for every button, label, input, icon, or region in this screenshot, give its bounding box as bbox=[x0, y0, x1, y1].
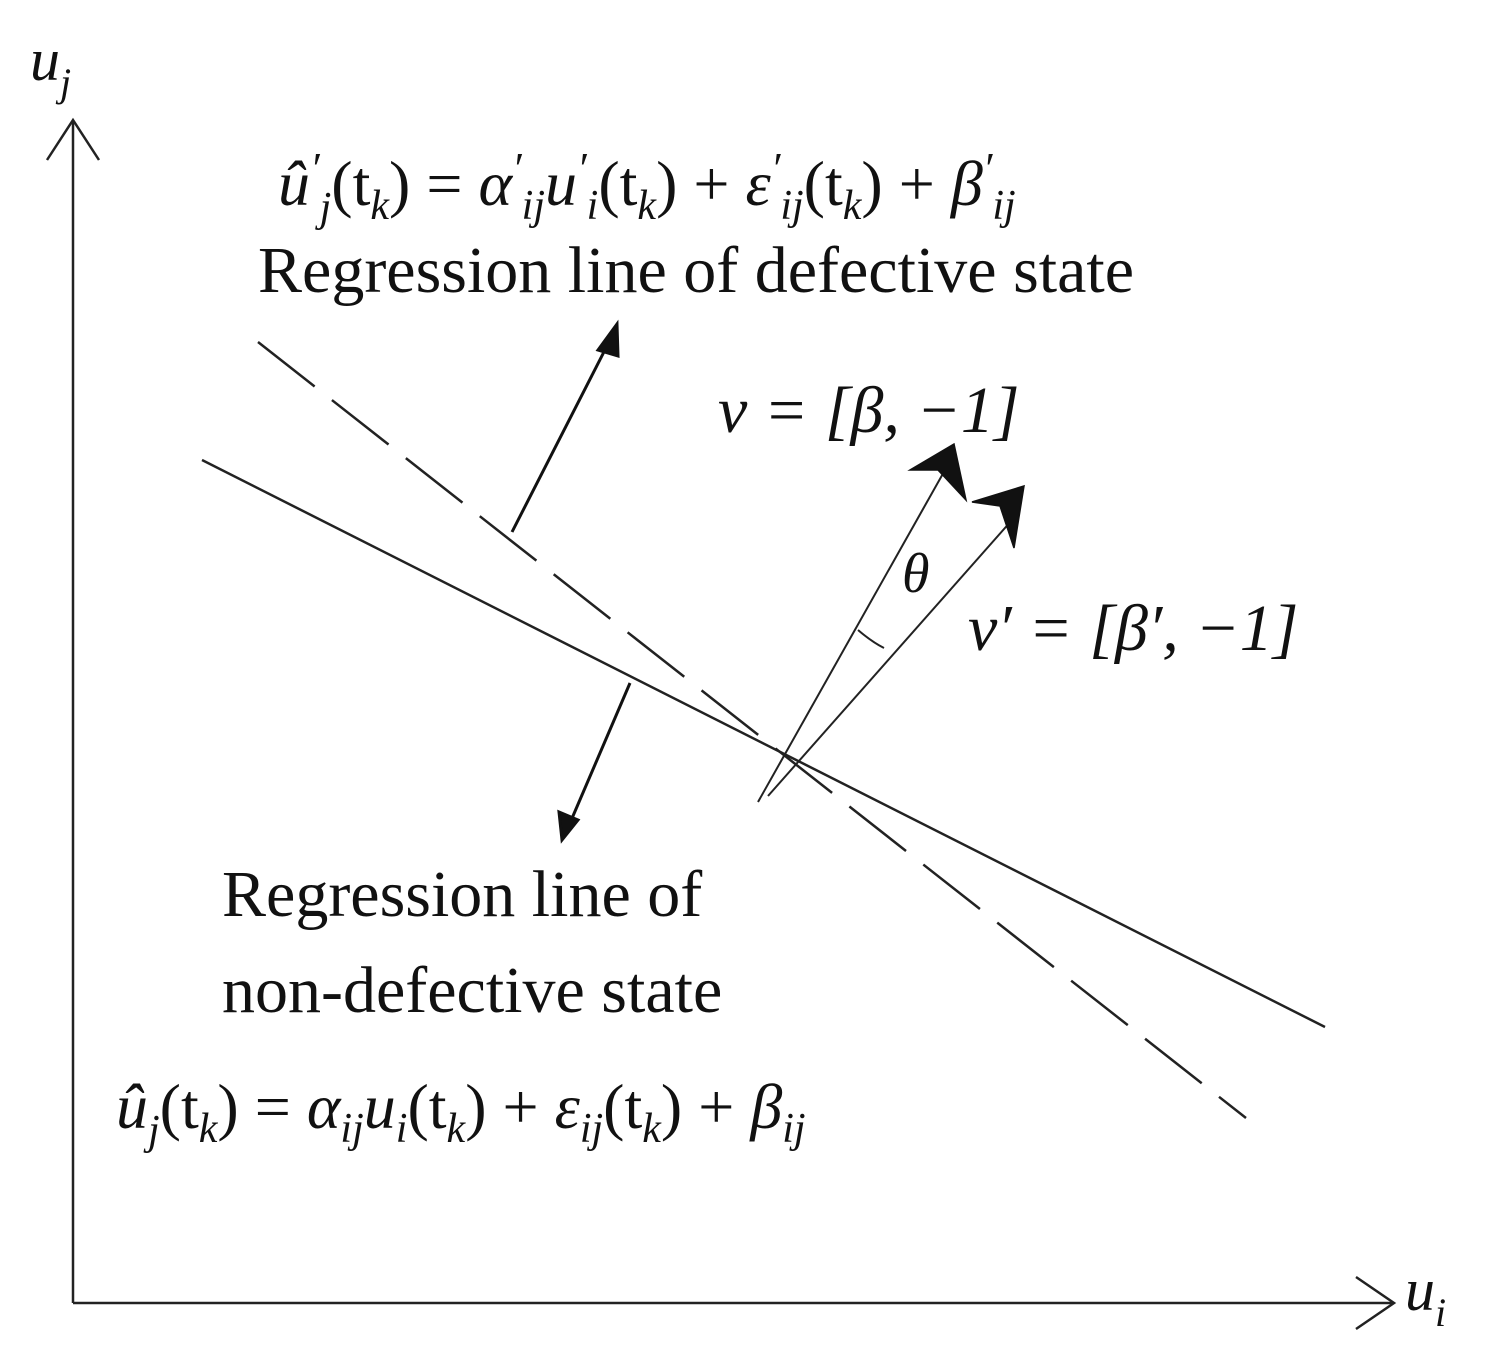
vector-v-line bbox=[757, 469, 946, 803]
nondefective-equation: ûj(tk) = αijui(tk) + εij(tk) + βij bbox=[116, 1071, 806, 1154]
y-axis-label: uj bbox=[30, 27, 71, 105]
nondefective-pointer-arrowhead bbox=[557, 809, 581, 844]
equation-term: ij bbox=[522, 183, 545, 229]
equation-term: k bbox=[447, 1106, 467, 1152]
equation-term: (t bbox=[598, 148, 637, 219]
nondefective-regression-line bbox=[201, 458, 1326, 1029]
equation-term: i bbox=[587, 183, 599, 229]
equation-term: (t bbox=[603, 1071, 642, 1142]
equation-term: i bbox=[396, 1106, 408, 1152]
equation-term: ε bbox=[555, 1071, 581, 1142]
vector-v-prime-arrowhead bbox=[971, 484, 1025, 549]
equation-term: ij bbox=[992, 183, 1015, 229]
vector-v-prime-label: v′ = [β′, −1] bbox=[968, 592, 1298, 665]
equation-term: j bbox=[143, 1108, 160, 1154]
equation-term: ) bbox=[465, 1071, 486, 1142]
defective-equation: û′j(tk) = α′iju′i(tk) + ε′ij(tk) + β′ij bbox=[278, 144, 1016, 231]
equation-term: ′ bbox=[577, 144, 588, 193]
label-pointers bbox=[510, 319, 632, 844]
equation-term: α bbox=[307, 1071, 342, 1142]
equation-term: k bbox=[637, 183, 657, 229]
equation-term: + bbox=[487, 1071, 555, 1142]
nondefective-line-label-2: non-defective state bbox=[222, 954, 722, 1027]
equation-term: ′ bbox=[310, 144, 321, 193]
x-axis-label-sub: i bbox=[1435, 1290, 1446, 1335]
equation-term: j bbox=[315, 185, 332, 231]
equation-term: ε bbox=[745, 148, 771, 219]
axes bbox=[45, 117, 1397, 1331]
equation-term: ′ bbox=[771, 144, 782, 193]
equation-term: = bbox=[410, 148, 478, 219]
equation-term: û bbox=[116, 1071, 148, 1142]
equation-term: u bbox=[364, 1071, 396, 1142]
equation-term: = bbox=[239, 1071, 307, 1142]
equation-term: ) bbox=[861, 148, 882, 219]
equation-term: β bbox=[949, 148, 983, 219]
equation-term: (t bbox=[407, 1071, 446, 1142]
equation-term: ′ bbox=[983, 144, 994, 193]
equation-term: β bbox=[748, 1071, 782, 1142]
y-axis-label-sub: j bbox=[55, 60, 71, 105]
vector-v-label: v = [β, −1] bbox=[718, 374, 1020, 447]
equation-term: ) bbox=[389, 148, 410, 219]
equation-term: (t bbox=[804, 148, 843, 219]
x-axis-label-base: u bbox=[1405, 1257, 1435, 1323]
equation-term: ) bbox=[661, 1071, 682, 1142]
equation-term: + bbox=[682, 1071, 750, 1142]
nondefective-line-label-1: Regression line of bbox=[222, 858, 702, 931]
equation-term: k bbox=[642, 1106, 662, 1152]
theta-arc bbox=[857, 629, 885, 649]
equation-term: (t bbox=[331, 148, 370, 219]
equation-term: ) bbox=[217, 1071, 238, 1142]
equation-term: ′ bbox=[512, 144, 523, 193]
defective-regression-line bbox=[257, 341, 1247, 1119]
equation-term: k bbox=[199, 1106, 219, 1152]
equation-term: u bbox=[545, 148, 577, 219]
y-axis-arrowhead bbox=[45, 117, 101, 161]
equation-term: + bbox=[677, 148, 745, 219]
defective-line-label: Regression line of defective state bbox=[258, 234, 1134, 307]
normal-vectors bbox=[757, 469, 1013, 803]
vector-v-prime-line bbox=[767, 519, 1013, 797]
nondefective-pointer-arrow bbox=[568, 682, 632, 824]
equation-term: α bbox=[478, 148, 513, 219]
equation-term: + bbox=[883, 148, 951, 219]
equation-term: û bbox=[278, 148, 310, 219]
equation-term: k bbox=[370, 183, 390, 229]
defective-pointer-arrowhead bbox=[595, 319, 620, 359]
equation-term: ij bbox=[782, 1106, 805, 1152]
equation-term: ij bbox=[580, 1106, 603, 1152]
theta-label: θ bbox=[902, 543, 930, 605]
vector-arrowheads bbox=[907, 442, 1025, 549]
equation-term: (t bbox=[160, 1071, 199, 1142]
defective-pointer-arrow bbox=[510, 341, 611, 533]
equation-term: ij bbox=[340, 1106, 363, 1152]
x-axis-arrowhead bbox=[1355, 1275, 1397, 1331]
y-axis-label-base: u bbox=[30, 27, 60, 93]
vector-v-arrowhead bbox=[907, 442, 968, 503]
equation-term: k bbox=[843, 183, 863, 229]
equation-term: ij bbox=[780, 183, 803, 229]
equation-term: ) bbox=[656, 148, 677, 219]
x-axis-label: ui bbox=[1405, 1257, 1446, 1335]
